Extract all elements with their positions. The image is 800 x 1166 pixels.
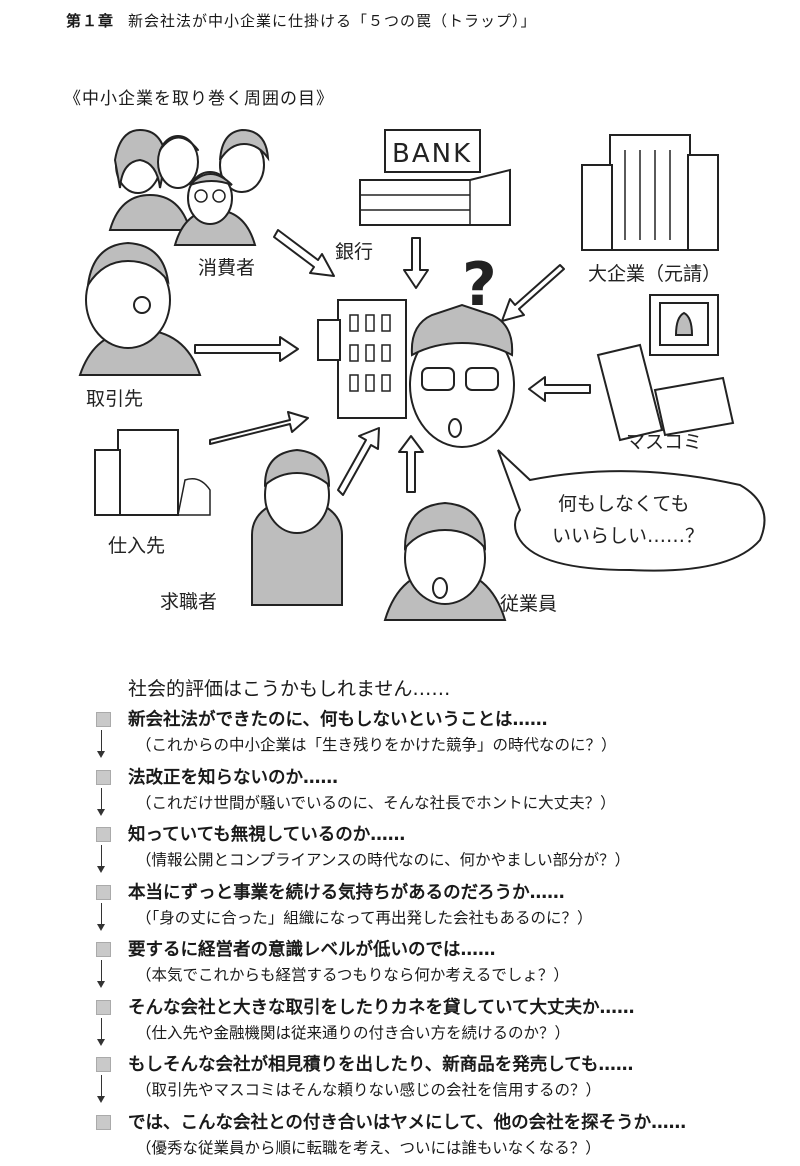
list-item: 知っていても無視しているのか…… （情報公開とコンプライアンスの時代なのに、何か… [92, 821, 772, 879]
bank-building: BANK [360, 130, 510, 225]
item-sub: （情報公開とコンプライアンスの時代なのに、何かやましい部分が？） [136, 848, 630, 870]
item-main: では、こんな会社との付き合いはヤメにして、他の会社を探そうか…… [128, 1109, 686, 1134]
label-job-seeker: 求職者 [160, 591, 217, 613]
label-consumers: 消費者 [198, 257, 255, 279]
item-sub: （これからの中小企業は「生き残りをかけた競争」の時代なのに？） [136, 733, 617, 755]
item-sub: （「身の丈に合った」組織になって再出発した会社もあるのに？） [136, 906, 592, 928]
bullet-square-icon [96, 1000, 111, 1015]
label-employee: 従業員 [500, 593, 557, 615]
item-main: もしそんな会社が相見積りを出したり、新商品を発売しても…… [128, 1051, 633, 1076]
large-company-buildings [582, 135, 718, 250]
evaluation-list: 新会社法ができたのに、何もしないということは…… （これからの中小企業は「生き残… [92, 706, 772, 1166]
page-header: 第１章新会社法が中小企業に仕掛ける「５つの罠（トラップ）」 [66, 10, 537, 31]
consumers-figure [110, 130, 268, 245]
employee-figure [385, 503, 505, 620]
item-main: 法改正を知らないのか…… [128, 764, 338, 789]
item-main: 新会社法ができたのに、何もしないということは…… [128, 706, 547, 731]
bullet-square-icon [96, 885, 111, 900]
down-arrow-icon [101, 1018, 102, 1044]
supplier-building [95, 430, 210, 515]
list-item: 要するに経営者の意識レベルが低いのでは…… （本気でこれからも経営するつもりなら… [92, 936, 772, 994]
speech-line-2: いいらしい……？ [552, 525, 704, 547]
arrow-large-company [502, 265, 564, 321]
arrow-job-seeker [338, 428, 379, 495]
label-supplier: 仕入先 [108, 535, 165, 557]
item-main: 本当にずっと事業を続ける気持ちがあるのだろうか…… [128, 879, 565, 904]
bullet-square-icon [96, 712, 111, 727]
list-item: 本当にずっと事業を続ける気持ちがあるのだろうか…… （「身の丈に合った」組織にな… [92, 879, 772, 937]
item-sub: （本気でこれからも経営するつもりなら何か考えるでしょ？） [136, 963, 569, 985]
business-partner-figure [80, 243, 200, 375]
item-sub: （仕入先や金融機関は従来通りの付き合い方を続けるのか？） [136, 1021, 570, 1043]
chapter-title: 新会社法が中小企業に仕掛ける「５つの罠（トラップ）」 [128, 12, 537, 30]
label-bank: 銀行 [335, 241, 373, 263]
down-arrow-icon [101, 960, 102, 986]
job-seeker-figure [252, 450, 342, 605]
speech-line-1: 何もしなくても [558, 493, 689, 515]
stakeholder-illustration: BANK ? [0, 110, 800, 655]
list-item: もしそんな会社が相見積りを出したり、新商品を発売しても…… （取引先やマスコミは… [92, 1051, 772, 1109]
down-arrow-icon [101, 788, 102, 814]
list-item: そんな会社と大きな取引をしたりカネを貸していて大丈夫か…… （仕入先や金融機関は… [92, 994, 772, 1052]
bullet-square-icon [96, 1115, 111, 1130]
arrow-media [529, 377, 590, 401]
arrow-consumers [274, 230, 334, 276]
speech-bubble: 何もしなくても いいらしい……？ [498, 450, 765, 571]
item-sub: （取引先やマスコミはそんな頼りない感じの会社を信用するの？） [136, 1078, 601, 1100]
label-large-company: 大企業（元請） [588, 263, 721, 285]
arrow-employee [399, 436, 423, 492]
label-business-partner: 取引先 [86, 388, 143, 410]
list-item: 新会社法ができたのに、何もしないということは…… （これからの中小企業は「生き残… [92, 706, 772, 764]
item-sub: （これだけ世間が騒いでいるのに、そんな社長でホントに大丈夫？） [136, 791, 616, 813]
arrow-business-partner [195, 337, 298, 361]
down-arrow-icon [101, 1075, 102, 1101]
down-arrow-icon [101, 845, 102, 871]
company-president-figure: ? [410, 250, 514, 447]
list-item: では、こんな会社との付き合いはヤメにして、他の会社を探そうか…… （優秀な従業員… [92, 1109, 772, 1166]
item-main: 要するに経営者の意識レベルが低いのでは…… [128, 936, 496, 961]
media-devices [598, 295, 733, 440]
down-arrow-icon [101, 903, 102, 929]
bullet-square-icon [96, 827, 111, 842]
arrow-supplier [210, 412, 308, 444]
list-intro: 社会的評価はこうかもしれません…… [128, 674, 450, 701]
sme-company-building [318, 300, 406, 418]
item-sub: （優秀な従業員から順に転職を考え、ついには誰もいなくなる？） [136, 1136, 601, 1158]
bullet-square-icon [96, 942, 111, 957]
bullet-square-icon [96, 770, 111, 785]
question-mark: ? [462, 250, 497, 320]
section-subtitle: 《中小企業を取り巻く周囲の目》 [64, 84, 334, 109]
item-main: そんな会社と大きな取引をしたりカネを貸していて大丈夫か…… [128, 994, 634, 1019]
label-media: マスコミ [626, 431, 702, 453]
item-main: 知っていても無視しているのか…… [128, 821, 405, 846]
chapter-number: 第１章 [66, 12, 114, 30]
list-item: 法改正を知らないのか…… （これだけ世間が騒いでいるのに、そんな社長でホントに大… [92, 764, 772, 822]
bank-sign-text: BANK [392, 139, 472, 169]
bullet-square-icon [96, 1057, 111, 1072]
arrow-bank [404, 238, 428, 288]
down-arrow-icon [101, 730, 102, 756]
